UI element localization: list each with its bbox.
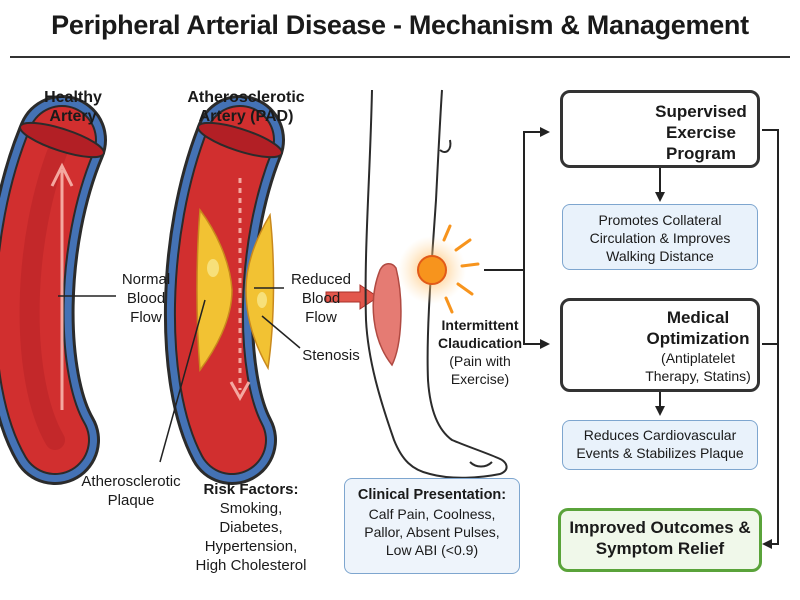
plaque-right (245, 212, 275, 371)
arrow-to-medical (523, 270, 550, 349)
clinical-line: Low ABI (<0.9) (385, 542, 479, 558)
calf-muscle (372, 263, 402, 367)
outcome-box: Improved Outcomes & Symptom Relief (558, 508, 762, 572)
risk-factors: Risk Factors: Smoking, Diabetes, Hyperte… (184, 480, 318, 575)
plaque-label: Atherosclerotic Plaque (81, 473, 181, 509)
pad-artery-label: Atherosclerotic Artery (PAD) (187, 89, 305, 125)
normal-flow-label: Normal Blood Flow (121, 271, 171, 326)
risk-factors-heading: Risk Factors: (203, 481, 299, 498)
medical-optimization-box: Medical Optimization (Antiplatelet Thera… (560, 298, 760, 392)
healthy-artery (0, 95, 107, 485)
arrow-to-exercise (484, 127, 550, 271)
diagram-title: Peripheral Arterial Disease - Mechanism … (51, 10, 749, 40)
title-divider (10, 56, 790, 58)
claudication-detail: (Pain with Exercise) (449, 353, 511, 387)
exercise-program-title: Supervised Exercise Program (655, 102, 747, 163)
medical-optimization-title: Medical Optimization (646, 308, 750, 348)
medical-optimization-detail: (Antiplatelet Therapy, Statins) (645, 350, 751, 384)
medical-optimization-text: Medical Optimization (Antiplatelet Thera… (639, 307, 757, 385)
exercise-result-box: Promotes Collateral Circulation & Improv… (562, 204, 758, 270)
pain-burst-icon (398, 224, 480, 314)
exercise-result-text: Promotes Collateral Circulation & Improv… (589, 212, 731, 264)
leader-plaque (159, 299, 206, 463)
clinical-presentation-box: Clinical Presentation: Calf Pain, Coolne… (344, 478, 520, 574)
plaque-left (196, 207, 233, 373)
risk-factor-item: Diabetes, (219, 519, 283, 536)
claudication-label: Intermittent Claudication (Pain with Exe… (430, 316, 530, 388)
healthy-artery-label: Healthy Artery (44, 89, 102, 125)
pad-artery (163, 95, 285, 485)
claudication-title: Intermittent Claudication (437, 317, 522, 351)
outcome-label: Improved Outcomes & Symptom Relief (569, 518, 751, 558)
stenosis-label: Stenosis (302, 347, 360, 364)
clinical-heading: Clinical Presentation: (357, 487, 507, 503)
clinical-line: Calf Pain, Coolness, (368, 506, 496, 522)
reduced-flow-label: Reduced Blood Flow (290, 271, 352, 326)
medical-result-text: Reduces Cardiovascular Events & Stabiliz… (576, 427, 744, 461)
leader-stenosis (261, 315, 301, 349)
risk-factor-item: Smoking, (219, 500, 283, 517)
clinical-line: Pallor, Absent Pulses, (364, 524, 500, 540)
risk-factor-item: High Cholesterol (195, 557, 307, 574)
arrow-to-outcome (762, 129, 779, 549)
risk-factor-item: Hypertension, (204, 538, 298, 555)
exercise-program-box: Supervised Exercise Program (560, 90, 760, 168)
medical-result-box: Reduces Cardiovascular Events & Stabiliz… (562, 420, 758, 470)
